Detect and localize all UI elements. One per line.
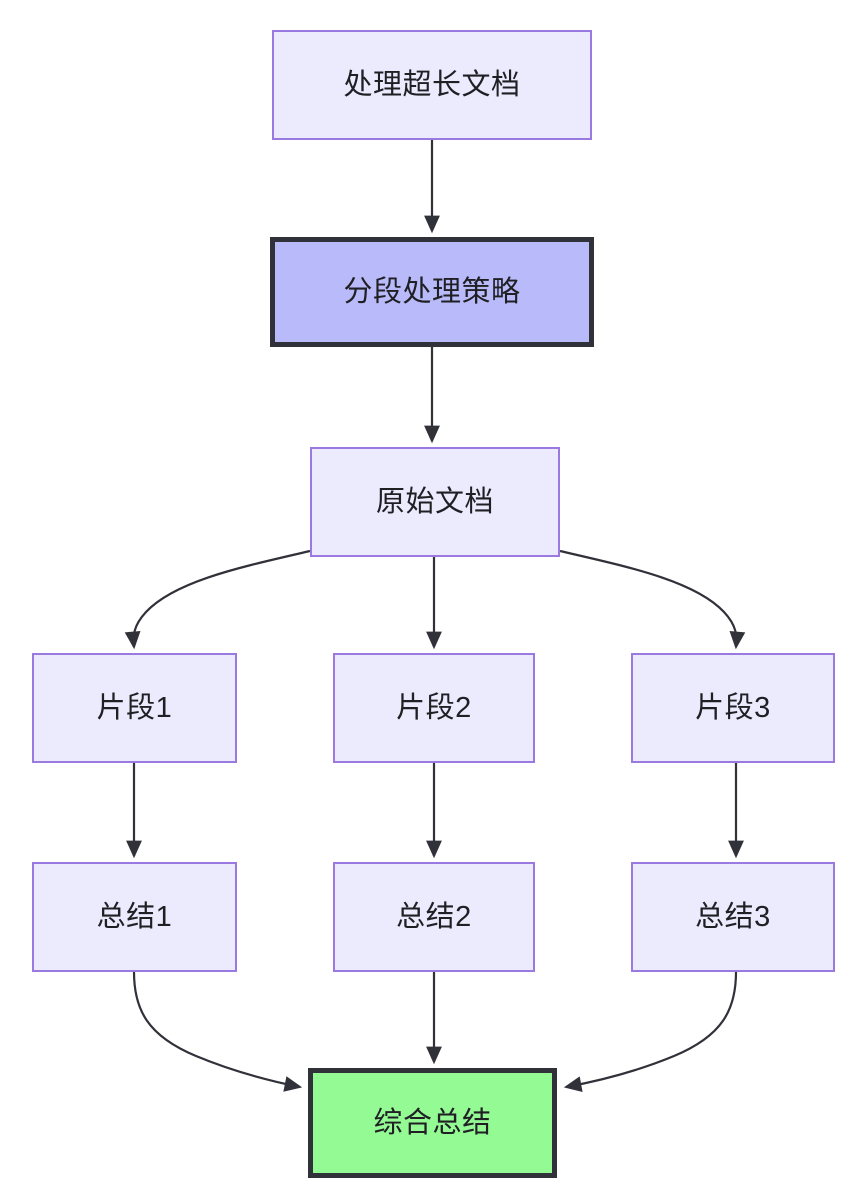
node-label: 原始文档 xyxy=(375,485,494,518)
edge-n3-n4 xyxy=(124,549,311,650)
node-segmentation-strategy[interactable]: 分段处理策略 xyxy=(270,237,594,347)
node-process-long-document[interactable]: 处理超长文档 xyxy=(272,30,592,140)
node-label: 分段处理策略 xyxy=(343,275,521,308)
node-label: 片段2 xyxy=(396,691,472,724)
node-label: 处理超长文档 xyxy=(343,68,521,101)
node-fragment-1[interactable]: 片段1 xyxy=(32,653,237,763)
node-fragment-3[interactable]: 片段3 xyxy=(631,653,835,763)
node-comprehensive-summary[interactable]: 综合总结 xyxy=(308,1068,557,1178)
node-label: 综合总结 xyxy=(373,1106,492,1139)
node-label: 片段1 xyxy=(96,691,173,724)
node-original-document[interactable]: 原始文档 xyxy=(310,447,560,557)
node-label: 片段3 xyxy=(695,691,771,724)
node-summary-2[interactable]: 总结2 xyxy=(333,862,535,972)
node-fragment-2[interactable]: 片段2 xyxy=(333,653,535,763)
node-summary-3[interactable]: 总结3 xyxy=(631,862,835,972)
node-label: 总结1 xyxy=(96,900,173,933)
node-summary-1[interactable]: 总结1 xyxy=(32,862,237,972)
edge-n3-n6 xyxy=(559,549,746,650)
edge-n7-n10 xyxy=(132,971,303,1092)
node-label: 总结3 xyxy=(695,900,771,933)
edge-n9-n10 xyxy=(563,971,738,1092)
node-label: 总结2 xyxy=(396,900,472,933)
